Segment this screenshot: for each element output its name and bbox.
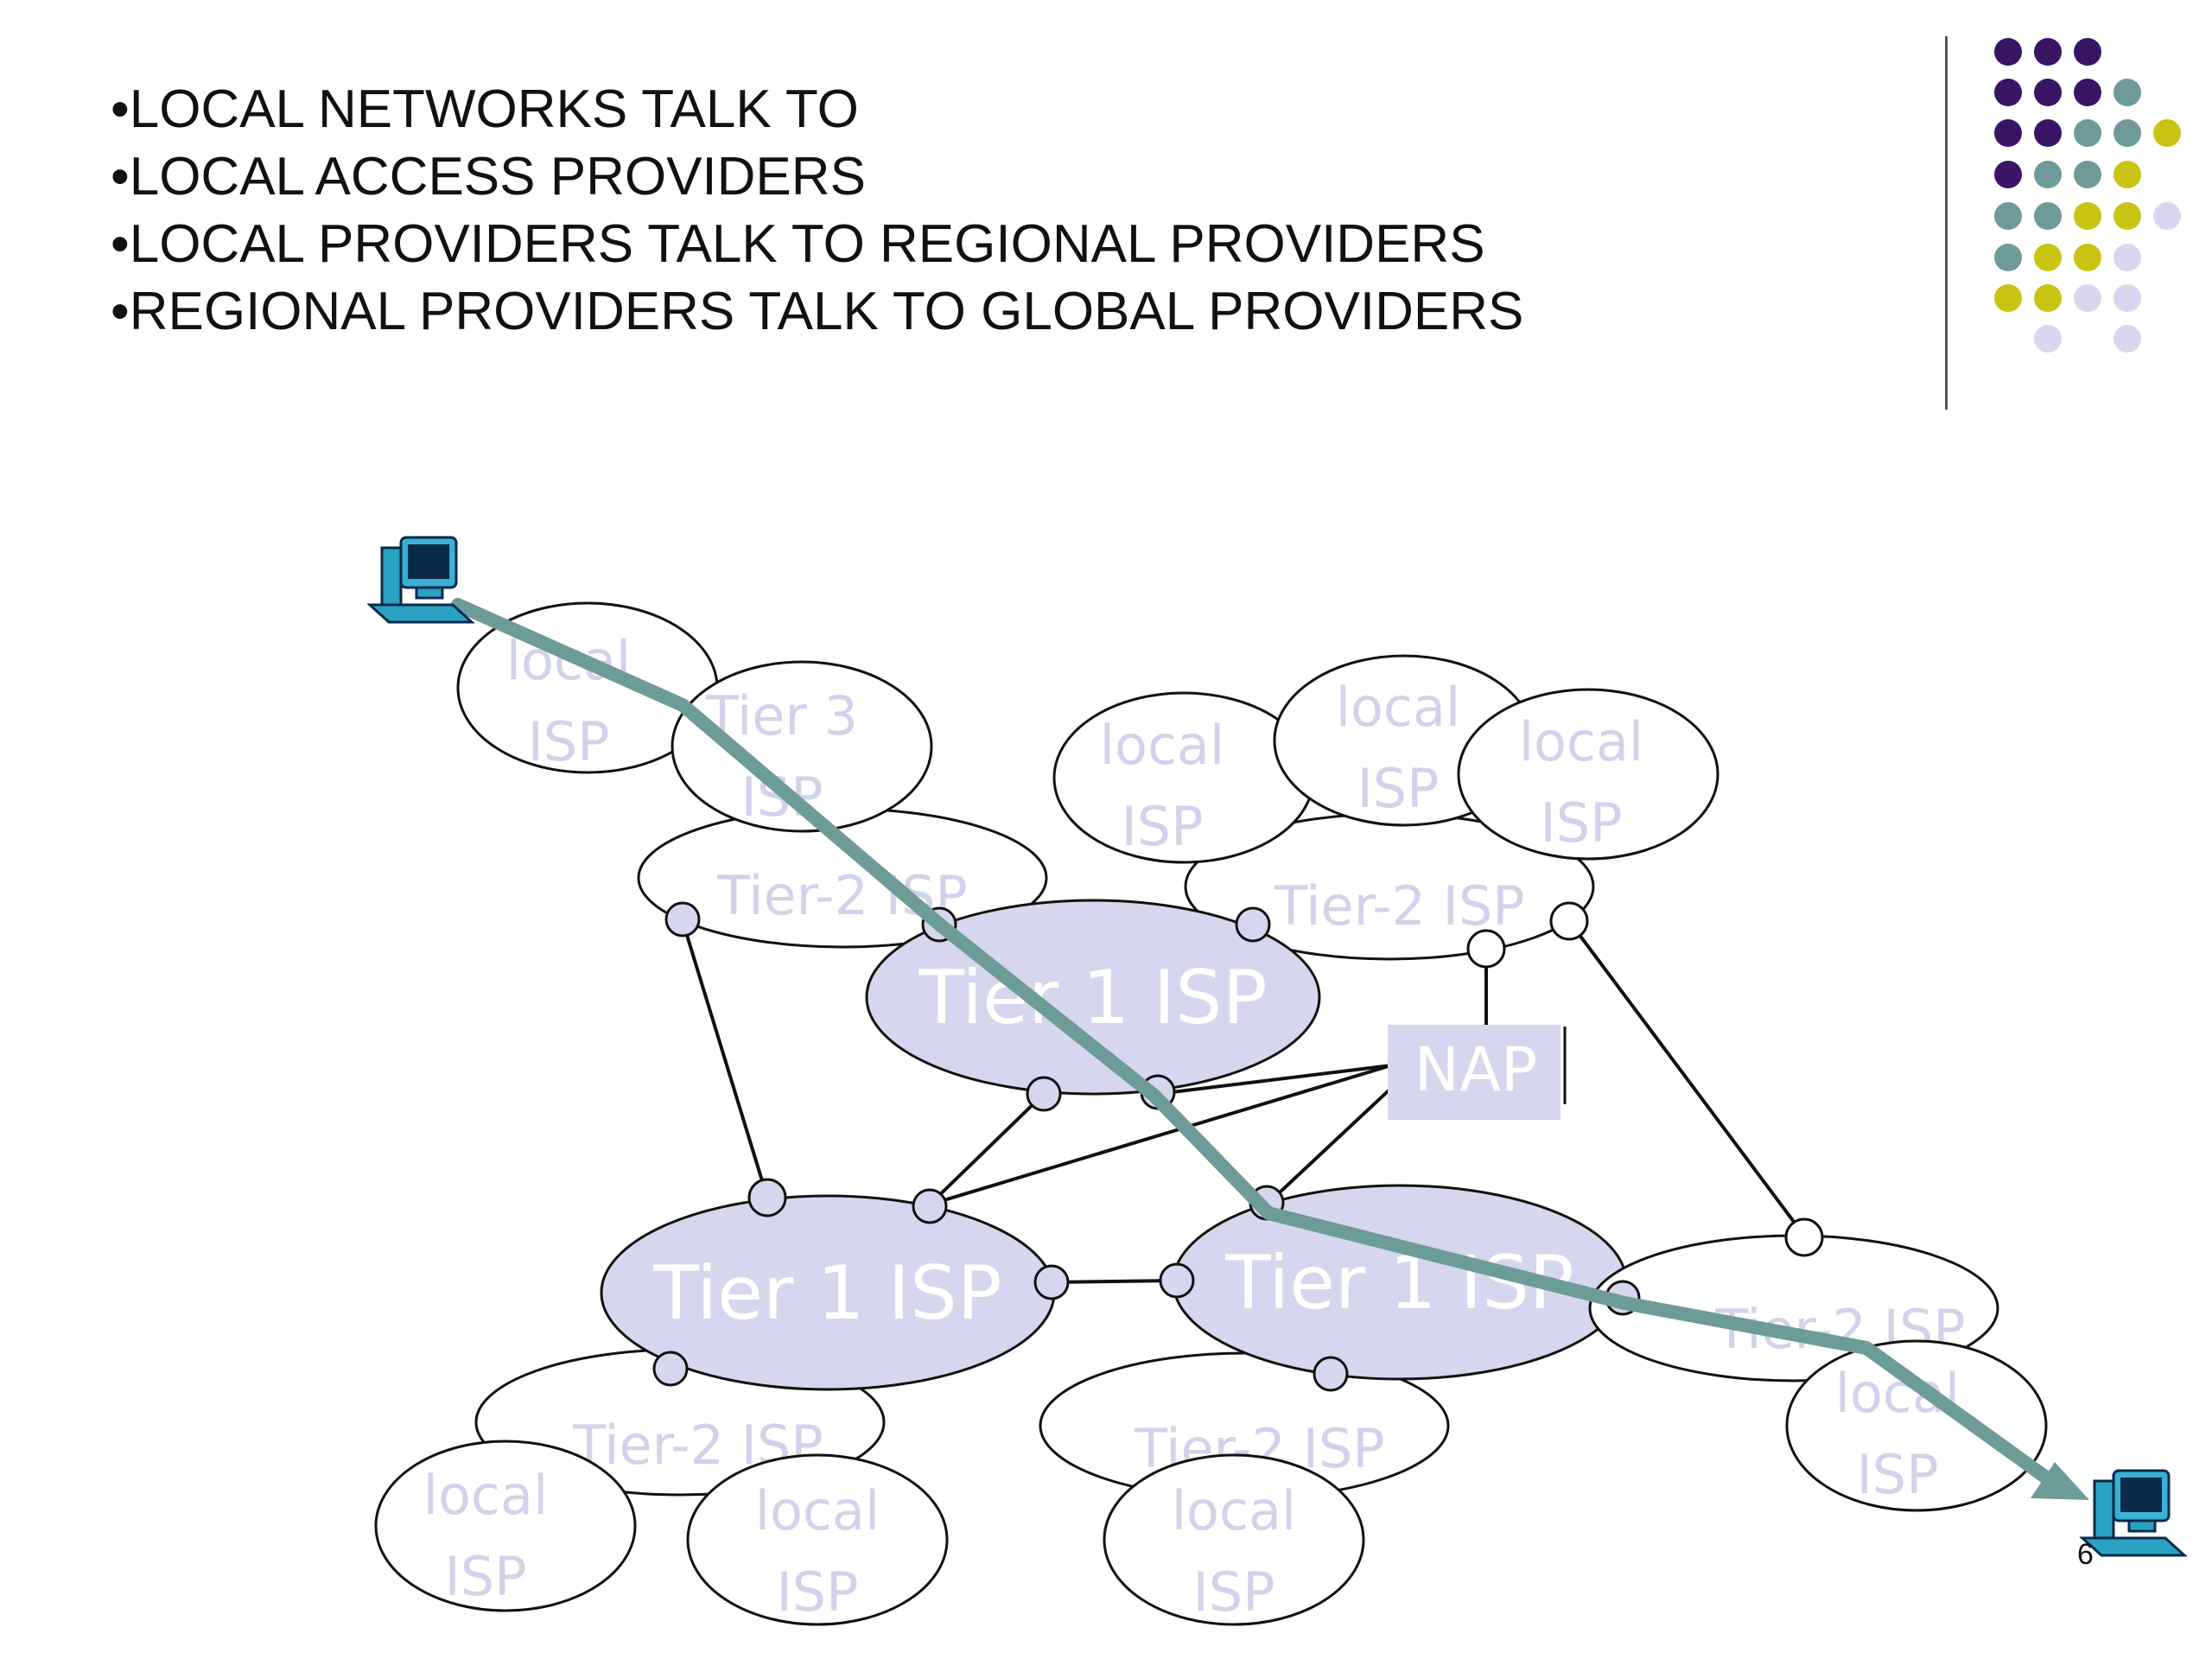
svg-text:local: local	[755, 1479, 880, 1542]
svg-text:ISP: ISP	[444, 1545, 526, 1608]
svg-text:Tier 3: Tier 3	[705, 684, 858, 747]
bottom-left-cluster: Tier-2 ISP Tier 1 ISP local ISP local IS…	[374, 1194, 1056, 1626]
svg-text:Tier-2 ISP: Tier-2 ISP	[1274, 874, 1524, 938]
svg-text:ISP: ISP	[1192, 1560, 1274, 1624]
bullet-item: REGIONAL PROVIDERS TALK TO GLOBAL PROVID…	[111, 278, 1524, 346]
svg-text:ISP: ISP	[1540, 791, 1622, 855]
svg-text:ISP: ISP	[1856, 1443, 1938, 1506]
svg-text:local: local	[423, 1464, 548, 1527]
path-arrowhead	[2031, 1462, 2089, 1500]
desktop-computer-icon	[2079, 1469, 2188, 1557]
bottom-right-cluster: Tier-2 ISP local ISP	[1588, 1234, 2048, 1512]
top-left-cluster: local ISP Tier-2 ISP Tier 3 ISP	[456, 601, 1048, 949]
traffic-path	[451, 598, 2053, 1484]
decorative-dot-grid	[1994, 38, 2181, 353]
svg-text:NAP: NAP	[1414, 1034, 1537, 1105]
desktop-computer-icon	[366, 536, 475, 624]
bullet-item: LOCAL NETWORKS TALK TO	[111, 76, 1523, 143]
bottom-center-cluster: Tier-2 ISP Tier 1 ISP local ISP	[1039, 1184, 1628, 1626]
router-nodes	[652, 901, 1824, 1392]
nap-box: NAP	[1388, 1025, 1567, 1120]
svg-text:ISP: ISP	[1121, 795, 1203, 858]
svg-text:local: local	[1336, 676, 1460, 739]
svg-text:local: local	[1172, 1479, 1296, 1542]
top-right-cluster: Tier-2 ISP local ISP local ISP local ISP	[1052, 654, 1719, 961]
header-divider	[1945, 36, 1948, 410]
svg-text:ISP: ISP	[1357, 757, 1439, 820]
bullet-item: LOCAL PROVIDERS TALK TO REGIONAL PROVIDE…	[111, 211, 1523, 278]
svg-text:local: local	[1100, 714, 1224, 777]
bullet-item: LOCAL ACCESS PROVIDERS	[111, 143, 1523, 211]
svg-text:local: local	[1519, 710, 1643, 773]
svg-text:ISP: ISP	[776, 1560, 858, 1624]
svg-text:ISP: ISP	[527, 710, 609, 773]
bullet-list: LOCAL NETWORKS TALK TO LOCAL ACCESS PROV…	[111, 76, 1524, 346]
svg-text:Tier 1 ISP: Tier 1 ISP	[918, 955, 1267, 1041]
isp-links	[681, 919, 1806, 1284]
svg-text:Tier 1 ISP: Tier 1 ISP	[652, 1250, 1001, 1337]
svg-text:Tier 1 ISP: Tier 1 ISP	[1224, 1240, 1573, 1326]
page-number: 6	[2077, 1538, 2094, 1571]
